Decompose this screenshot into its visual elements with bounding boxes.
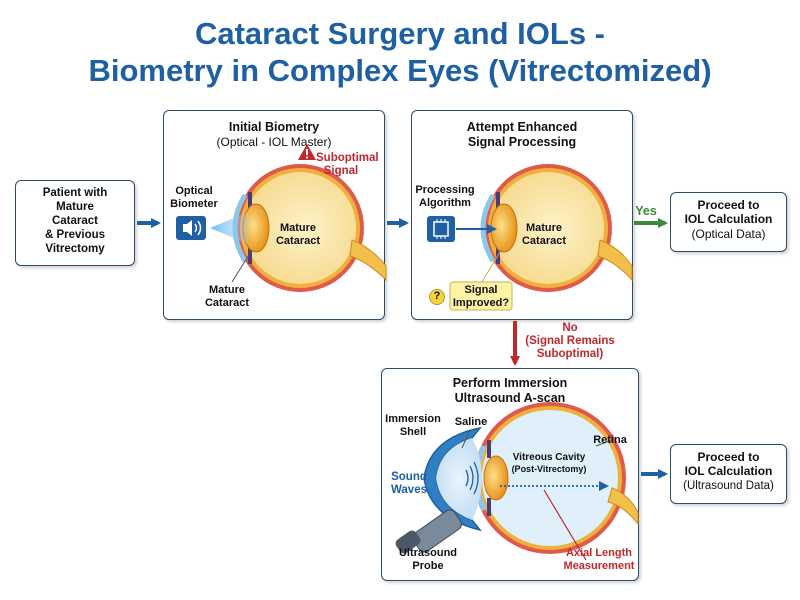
processing-algorithm-label-1: Processing [415,184,475,196]
no-label-2: (Signal Remains [525,335,615,347]
immersion-shell-label-1: Immersion [385,413,441,425]
ultrasound-probe-icon [395,509,462,554]
suboptimal-label-2: Signal [323,165,359,177]
retina-label: Retina [593,434,627,446]
axial-length-label-1: Axial Length [565,547,632,559]
patient-line-2: Mature [56,201,94,213]
saline [436,438,482,520]
enhanced-lens-label-1: Mature [525,222,563,234]
initial-lens-label-2: Cataract [275,235,321,247]
suboptimal-label-1: Suboptimal [316,152,379,164]
immersion-heading-2: Ultrasound A-scan [454,391,566,405]
eye-enhanced [480,164,633,292]
optical-biometer-label-2: Biometer [170,198,218,210]
saline-label: Saline [454,416,488,428]
enhanced-lens-label-2: Cataract [521,235,567,247]
page-title-line-2: Biometry in Complex Eyes (Vitrectomized) [88,53,712,88]
question-icon [429,289,445,305]
ultrasound-probe-label-2: Probe [412,560,444,572]
patient-line-1: Patient with [42,187,108,199]
no-label-3: Suboptimal) [536,348,604,360]
sound-waves-label-1: Sound [391,471,427,483]
initial-bottom-label-1: Mature [208,284,246,296]
vitreous-label-1: Vitreous Cavity [512,452,586,463]
ultrasound-probe-label-1: Ultrasound [398,547,458,559]
initial-subheading: (Optical - IOL Master) [216,135,332,149]
no-label-1: No [562,322,578,334]
ultrasound-result-line-1: Proceed to [697,450,760,464]
vitreous-label-2: (Post-Vitrectomy) [511,464,587,474]
patient-box [15,180,135,266]
optical-biometer-label-1: Optical [175,185,213,197]
patient-line-3: Cataract [51,215,99,227]
optical-result-line-1: Proceed to [697,198,760,212]
optical-result-sub: (Optical Data) [691,227,766,241]
immersion-shell-label-2: Shell [399,426,427,438]
question-mark: ? [433,290,441,302]
ultrasound-result-box [670,444,787,504]
processing-algorithm-label-2: Algorithm [419,197,471,209]
initial-bottom-label-2: Cataract [204,297,250,309]
warning-icon [298,144,316,160]
ultrasound-result-line-2: IOL Calculation [684,464,773,478]
sound-waves-label-2: Waves [390,484,427,496]
ultrasound-result-sub: (Ultrasound Data) [683,480,774,492]
patient-line-4: & Previous [44,229,106,241]
yes-label: Yes [635,204,657,218]
signal-improved-callout [449,281,513,311]
immersion-heading-1: Perform Immersion [452,376,568,390]
optical-result-box [670,192,787,252]
initial-lens-label-1: Mature [279,222,317,234]
axial-length-label-2: Measurement [563,560,635,572]
enhanced-heading-1: Attempt Enhanced [466,120,578,134]
signal-improved-label-2: Improved? [452,297,510,309]
processor-chip-icon [427,216,455,242]
eye-immersion [474,402,639,554]
initial-heading: Initial Biometry [228,120,320,134]
patient-line-5: Vitrectomy [45,243,105,255]
enhanced-heading-2: Signal Processing [467,135,577,149]
optical-result-line-2: IOL Calculation [684,212,773,226]
page-title-line-1: Cataract Surgery and IOLs - [194,16,605,51]
eye-initial [210,164,387,292]
signal-improved-label-1: Signal [464,284,498,296]
